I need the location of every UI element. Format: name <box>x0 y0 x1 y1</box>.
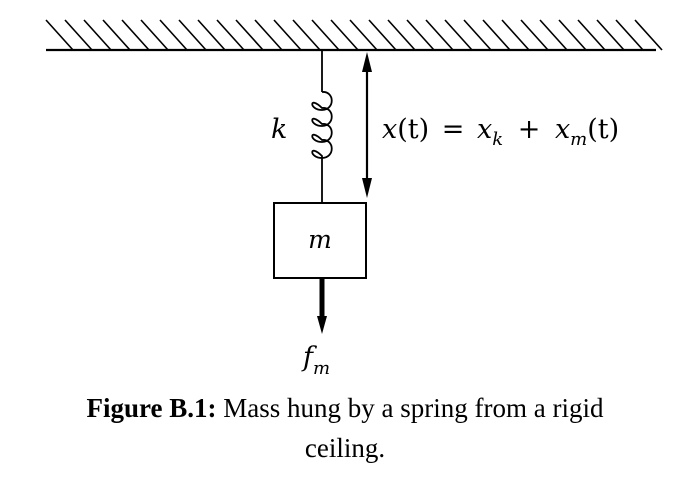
hatch-mark <box>311 19 340 51</box>
figure-caption: Figure B.1: Mass hung by a spring from a… <box>0 388 690 468</box>
hatch-mark <box>482 19 511 51</box>
hatch-mark <box>349 19 378 51</box>
hatch-mark <box>539 19 568 51</box>
hatch-mark <box>273 19 302 51</box>
hatch-mark <box>406 19 435 51</box>
hatch-mark <box>140 19 169 51</box>
hatch-mark <box>45 19 74 51</box>
hatch-mark <box>596 19 625 51</box>
hatch-mark <box>463 19 492 51</box>
hatch-mark <box>178 19 207 51</box>
force-arrow-head <box>317 316 327 334</box>
displacement-equation: x(t) = xk + xm(t) <box>382 114 619 152</box>
hatch-mark <box>330 19 359 51</box>
hatch-mark <box>425 19 454 51</box>
hatch-mark <box>292 19 321 51</box>
hatch-mark <box>577 19 606 51</box>
mass-label: m <box>308 225 332 254</box>
ceiling-hatching <box>45 19 663 51</box>
spring-coil <box>311 91 333 159</box>
hatch-mark <box>83 19 112 51</box>
hatch-mark <box>159 19 188 51</box>
caption-line-1: Figure B.1: Mass hung by a spring from a… <box>0 388 690 428</box>
force-label: fm <box>301 342 330 379</box>
hatch-mark <box>615 19 644 51</box>
hatch-mark <box>501 19 530 51</box>
hatch-mark <box>254 19 283 51</box>
caption-line-2: ceiling. <box>304 433 386 463</box>
hatch-mark <box>520 19 549 51</box>
spring-constant-label: k <box>271 114 287 145</box>
hatch-mark <box>64 19 93 51</box>
hatch-mark <box>121 19 150 51</box>
hatch-mark <box>216 19 245 51</box>
hatch-mark <box>102 19 131 51</box>
displacement-arrow-head-top <box>362 52 372 72</box>
hatch-mark <box>197 19 226 51</box>
hatch-mark <box>558 19 587 51</box>
hatch-mark <box>444 19 473 51</box>
hatch-mark <box>387 19 416 51</box>
hatch-mark <box>634 19 663 51</box>
displacement-arrow-head-bottom <box>362 178 372 198</box>
mass-block <box>273 202 367 279</box>
hatch-mark <box>368 19 397 51</box>
caption-text-1: Mass hung by a spring from a rigid <box>223 393 604 423</box>
hatch-mark <box>235 19 264 51</box>
caption-label: Figure B.1: <box>86 393 217 423</box>
